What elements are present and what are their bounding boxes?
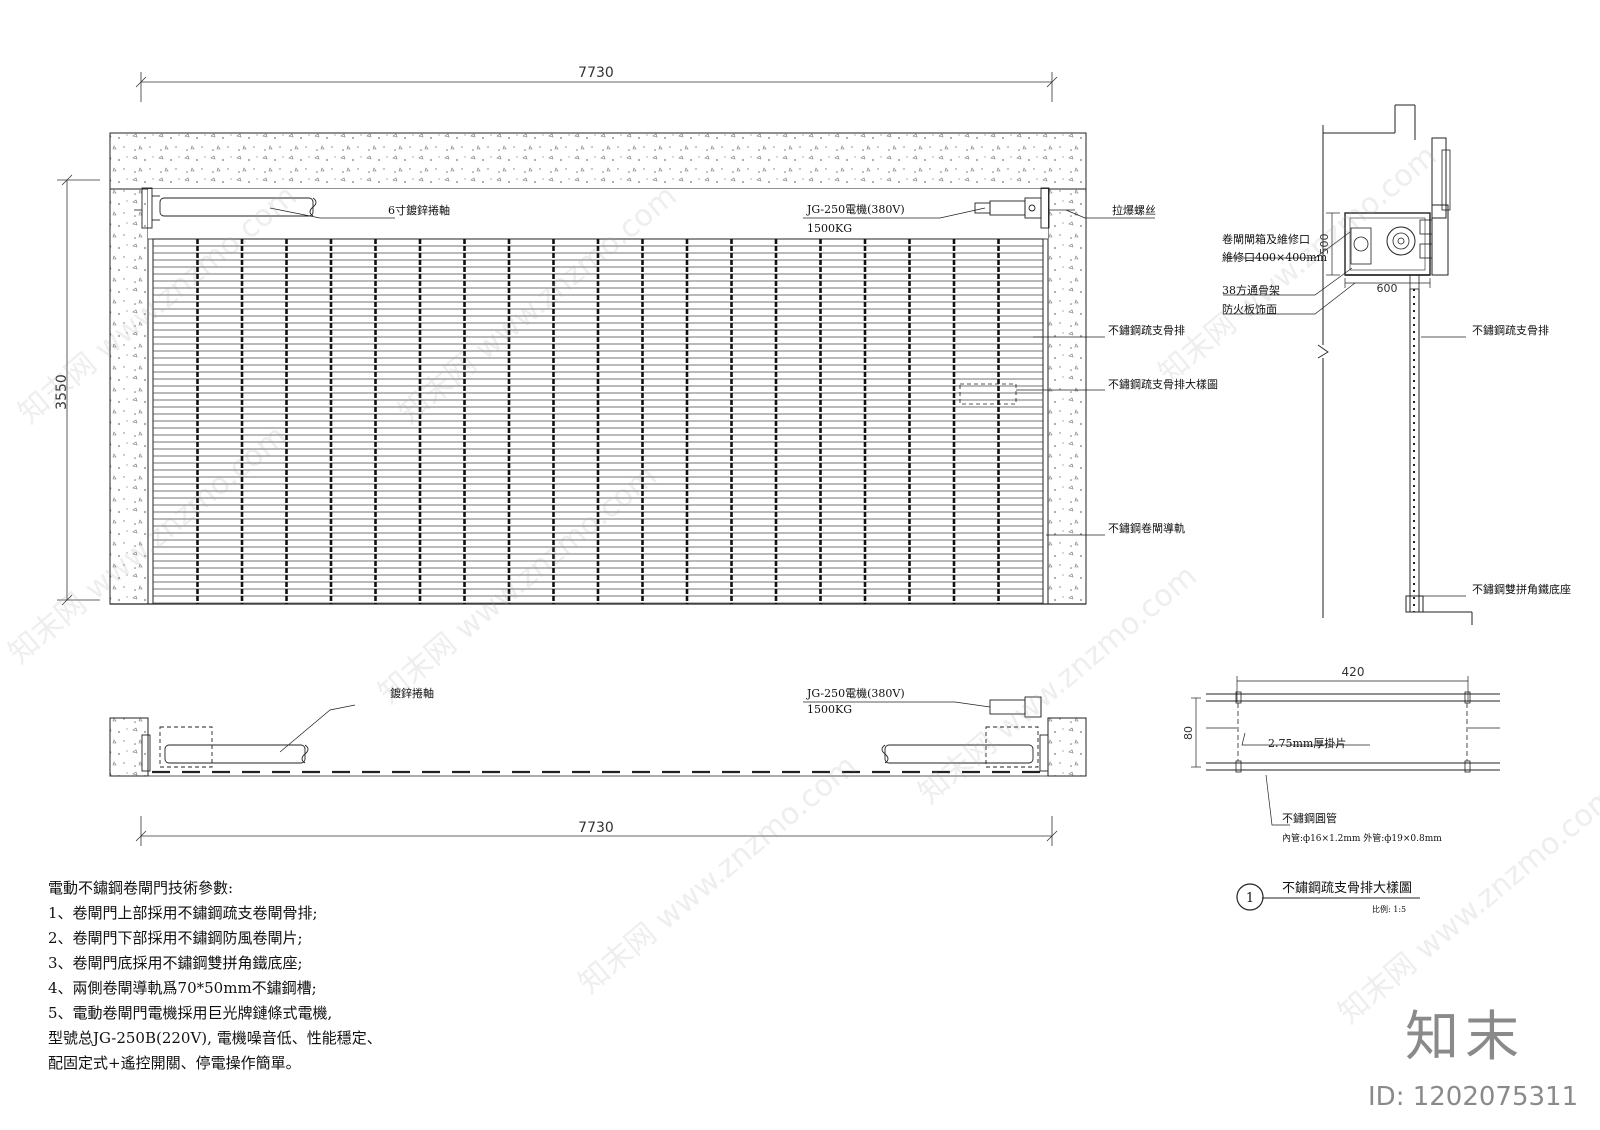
right-guide-rail: [1042, 238, 1049, 605]
elevation-view: 7730 3550: [54, 65, 1218, 606]
plan-label-motor-load: 1500KG: [807, 703, 852, 716]
plan-label-motor-model: JG-250電機(380V): [806, 686, 905, 700]
motor-right: [974, 187, 1050, 229]
detail-number: 1: [1246, 891, 1254, 906]
concrete-lintel: [109, 132, 1087, 190]
label-roller-shaft: 6寸鍍鋅捲軸: [388, 203, 450, 217]
label-detail-ref: 不鏽鋼疏支骨排大樣圖: [1108, 377, 1218, 391]
section-label-box-2: 維修口400×400mm: [1222, 250, 1328, 264]
label-guide-rail: 不鏽鋼卷閘導軌: [1108, 521, 1185, 535]
section-label-base: 不鏽鋼雙拼角鐵底座: [1472, 582, 1571, 596]
roller-shaft-left: [141, 187, 317, 229]
notes-title: 電動不鏽鋼卷閘門技術參數:: [48, 879, 234, 897]
section-view: [1223, 104, 1473, 625]
notes-item: 型號总JG-250B(220V), 電機噪音低、性能穩定、: [48, 1029, 382, 1047]
top-dimension: [135, 72, 1058, 102]
detail-callout-box: [959, 383, 1017, 405]
left-guide-rail: [147, 238, 154, 605]
slat-detail: [1191, 676, 1500, 911]
plan-view: 鍍鋅捲軸 JG-250電機(380V) 1500KG 7730: [109, 686, 1087, 846]
notes-item: 5、電動卷閘門電機採用巨光牌鏈條式電機,: [48, 1004, 333, 1022]
detail-label-plate: 2.75mm厚掛片: [1268, 736, 1346, 750]
concrete-right-wall: [1047, 188, 1087, 605]
notes-item: 1、卷閘門上部採用不鏽鋼疏支卷閘骨排;: [48, 904, 318, 922]
bottom-width-dimension: 7730: [578, 820, 614, 836]
technical-notes: 電動不鏽鋼卷閘門技術參數: 1、卷閘門上部採用不鏽鋼疏支卷閘骨排; 2、卷閘門下…: [48, 876, 468, 1076]
detail-label-tube-spec: 內管:ф16×1.2mm 外管:ф19×0.8mm: [1282, 832, 1442, 844]
plan-label-shaft: 鍍鋅捲軸: [390, 686, 434, 700]
label-motor-model: JG-250電機(380V): [806, 202, 905, 216]
left-dimension: [57, 174, 100, 606]
detail-scale: 比例: 1:5: [1372, 904, 1406, 914]
label-motor-load: 1500KG: [807, 222, 852, 235]
label-expansion-bolt: 拉爆螺丝: [1112, 203, 1156, 217]
notes-item: 配固定式+遙控開關、停電操作簡單。: [48, 1054, 301, 1072]
notes-item: 3、卷閘門底採用不鏽鋼雙拼角鐵底座;: [48, 954, 303, 972]
brand-logo: 知末: [1405, 1005, 1525, 1068]
image-id: ID: 1202075311: [1368, 1082, 1579, 1112]
section-label-box-1: 卷閘閘箱及維修口: [1222, 232, 1310, 246]
section-label-slat-row: 不鏽鋼疏支骨排: [1472, 323, 1549, 337]
section-label-frame: 38方通骨架: [1222, 283, 1280, 297]
top-width-dimension: 7730: [578, 65, 614, 81]
notes-item: 4、兩側卷閘導軌爲70*50mm不鏽鋼槽;: [48, 979, 317, 997]
section-label-panel: 防火板饰面: [1222, 302, 1277, 316]
left-height-dimension: 3550: [54, 374, 70, 410]
detail-height-dimension: 80: [1182, 726, 1195, 740]
label-slat-row: 不鏽鋼疏支骨排: [1108, 323, 1185, 337]
notes-item: 2、卷閘門下部採用不鏽鋼防風卷閘片;: [48, 929, 303, 947]
detail-width-dimension: 420: [1342, 665, 1365, 679]
concrete-left-wall: [109, 188, 149, 605]
shutter-grille: [152, 238, 1044, 605]
detail-label-tube: 不鏽鋼圓管: [1282, 811, 1337, 825]
box-height-dimension: 500: [1318, 234, 1331, 255]
box-width-dimension: 600: [1377, 282, 1398, 295]
detail-title: 不鏽鋼疏支骨排大樣圖: [1282, 881, 1412, 896]
